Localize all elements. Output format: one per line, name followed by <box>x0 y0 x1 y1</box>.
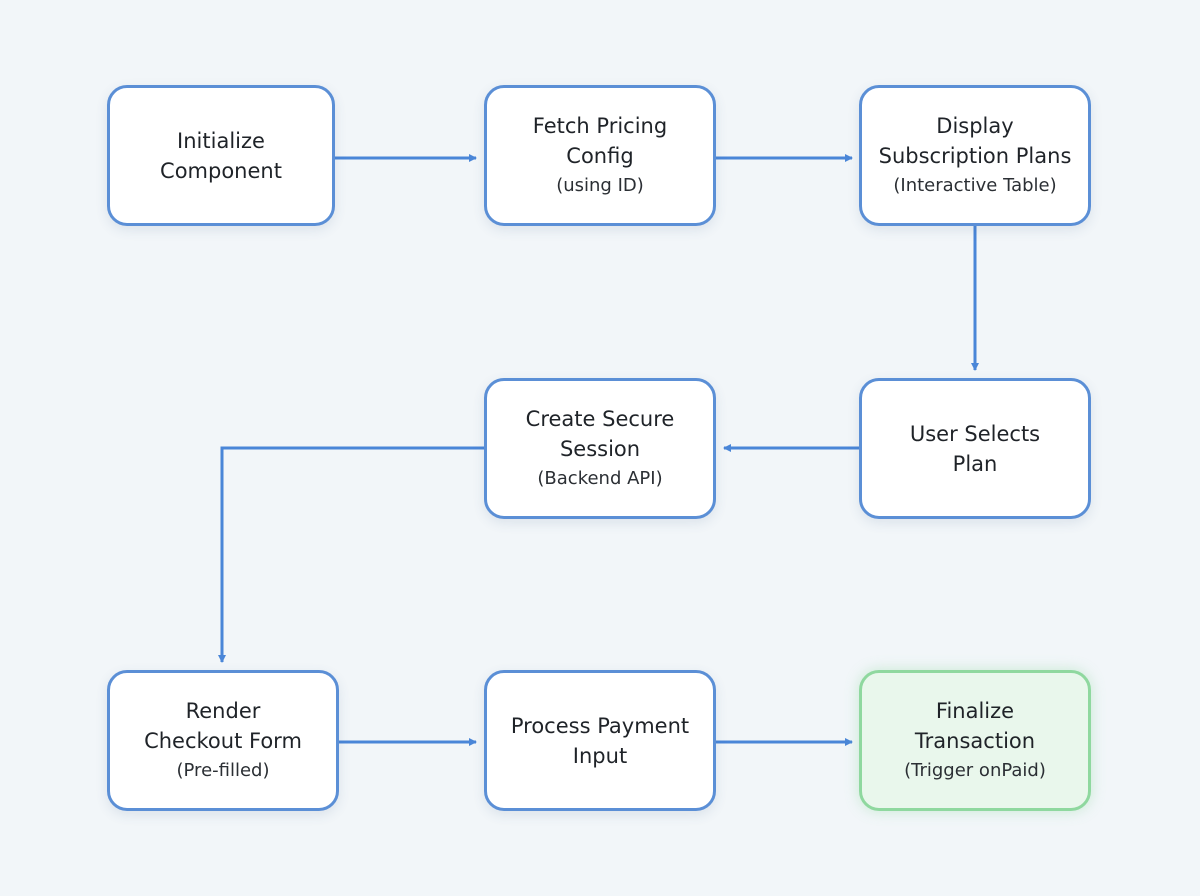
node-finalize-transaction: Finalize Transaction (Trigger onPaid) <box>859 670 1091 811</box>
node-title-line: Plan <box>952 451 998 476</box>
node-subtitle: (Backend API) <box>537 467 663 489</box>
node-render-checkout-form: Render Checkout Form (Pre-filled) <box>107 670 339 811</box>
node-subtitle: (Trigger onPaid) <box>904 759 1046 781</box>
node-title-line: Process Payment <box>510 713 690 738</box>
node-create-secure-session: Create Secure Session (Backend API) <box>484 378 716 519</box>
edge-create-secure-session-to-render-checkout-form <box>218 446 484 663</box>
node-fetch-pricing-config: Fetch Pricing Config (using ID) <box>484 85 716 226</box>
node-title-line: Config <box>566 143 634 168</box>
node-initialize-component: Initialize Component <box>107 85 335 226</box>
node-title-line: Transaction <box>914 728 1036 753</box>
node-title-line: Subscription Plans <box>878 143 1072 168</box>
node-title-line: Finalize <box>935 698 1015 723</box>
node-title-line: Render <box>185 698 261 723</box>
node-process-payment-input: Process Payment Input <box>484 670 716 811</box>
node-subtitle: (Pre-filled) <box>176 759 270 781</box>
node-title-line: Component <box>160 158 282 183</box>
node-title-line: Display <box>936 113 1014 138</box>
node-subtitle: (Interactive Table) <box>893 174 1057 196</box>
node-title-line: Create Secure <box>525 406 675 431</box>
node-title-line: Fetch Pricing <box>532 113 668 138</box>
node-title-line: Checkout Form <box>144 728 302 753</box>
node-display-subscription-plans: Display Subscription Plans (Interactive … <box>859 85 1091 226</box>
node-subtitle: (using ID) <box>556 174 644 196</box>
node-user-selects-plan: User Selects Plan <box>859 378 1091 519</box>
node-title-line: User Selects <box>909 421 1041 446</box>
node-title-line: Input <box>572 743 628 768</box>
node-title-line: Initialize <box>177 128 265 153</box>
node-title-line: Session <box>559 436 641 461</box>
